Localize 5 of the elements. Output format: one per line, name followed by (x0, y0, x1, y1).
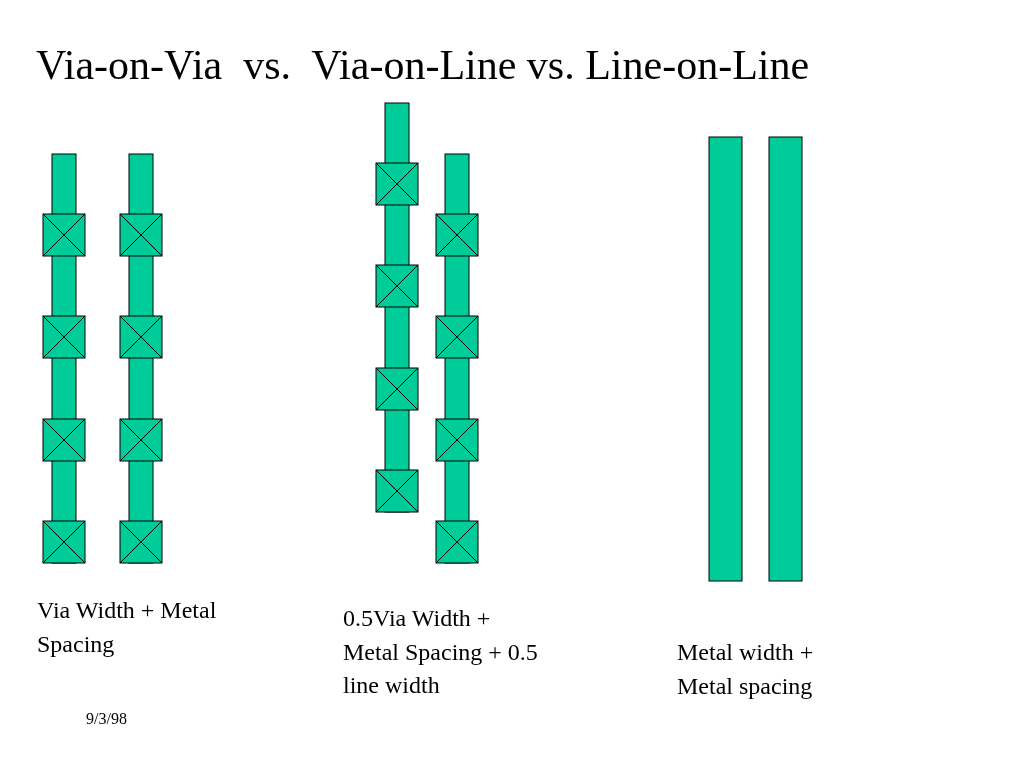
caption-text: Metal width + Metal spacing (677, 638, 815, 701)
date-text: 9/3/98 (86, 709, 128, 729)
caption-text: 0.5Via Width + Metal Spacing + 0.5 line width (343, 604, 539, 701)
caption-text: Via Width + Metal Spacing (37, 596, 218, 659)
slide-title: Via-on-Via vs. Via-on-Line vs. Line-on-Line (36, 41, 811, 90)
